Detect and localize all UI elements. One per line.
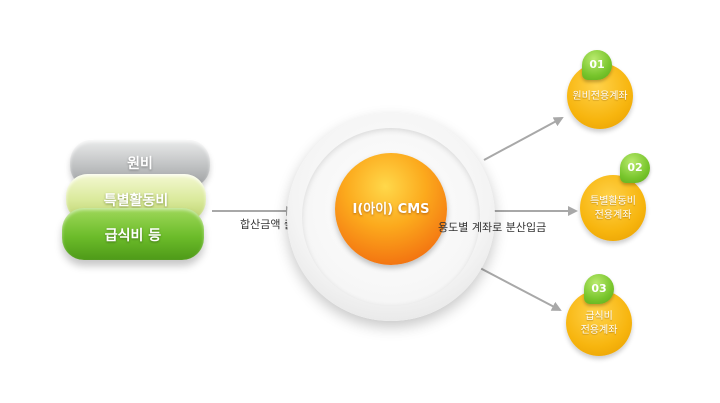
stack-item-label: 급식비 등 [104,228,162,244]
account-label-line1: 특별활동비 [590,196,636,207]
stack-item-meal: 급식비 등 [62,208,204,260]
arrow-to-account-1 [483,117,564,161]
account-number: 03 [591,282,607,295]
stack-item-label: 특별활동비 [103,193,169,209]
cms-core [335,153,447,265]
stack-item-label: 원비 [127,156,153,172]
account-label-line2: 전용계좌 [580,325,618,336]
account-badge-1: 01 [582,50,612,80]
account-badge-2: 02 [620,153,650,183]
cms-label: I(아이) CMS [352,202,430,217]
account-label-line2: 전용계좌 [594,210,632,221]
account-number: 02 [627,161,643,174]
account-special-activity: 특별활동비 전용계좌 [580,175,646,241]
arrow-to-account-3 [479,267,562,311]
account-badge-3: 03 [584,274,614,304]
distribute-label: 용도별 계좌로 분산입금 [438,221,547,234]
account-number: 01 [589,58,605,71]
account-label-line1: 급식비 [585,311,613,322]
account-label: 원비전용계좌 [572,91,628,102]
